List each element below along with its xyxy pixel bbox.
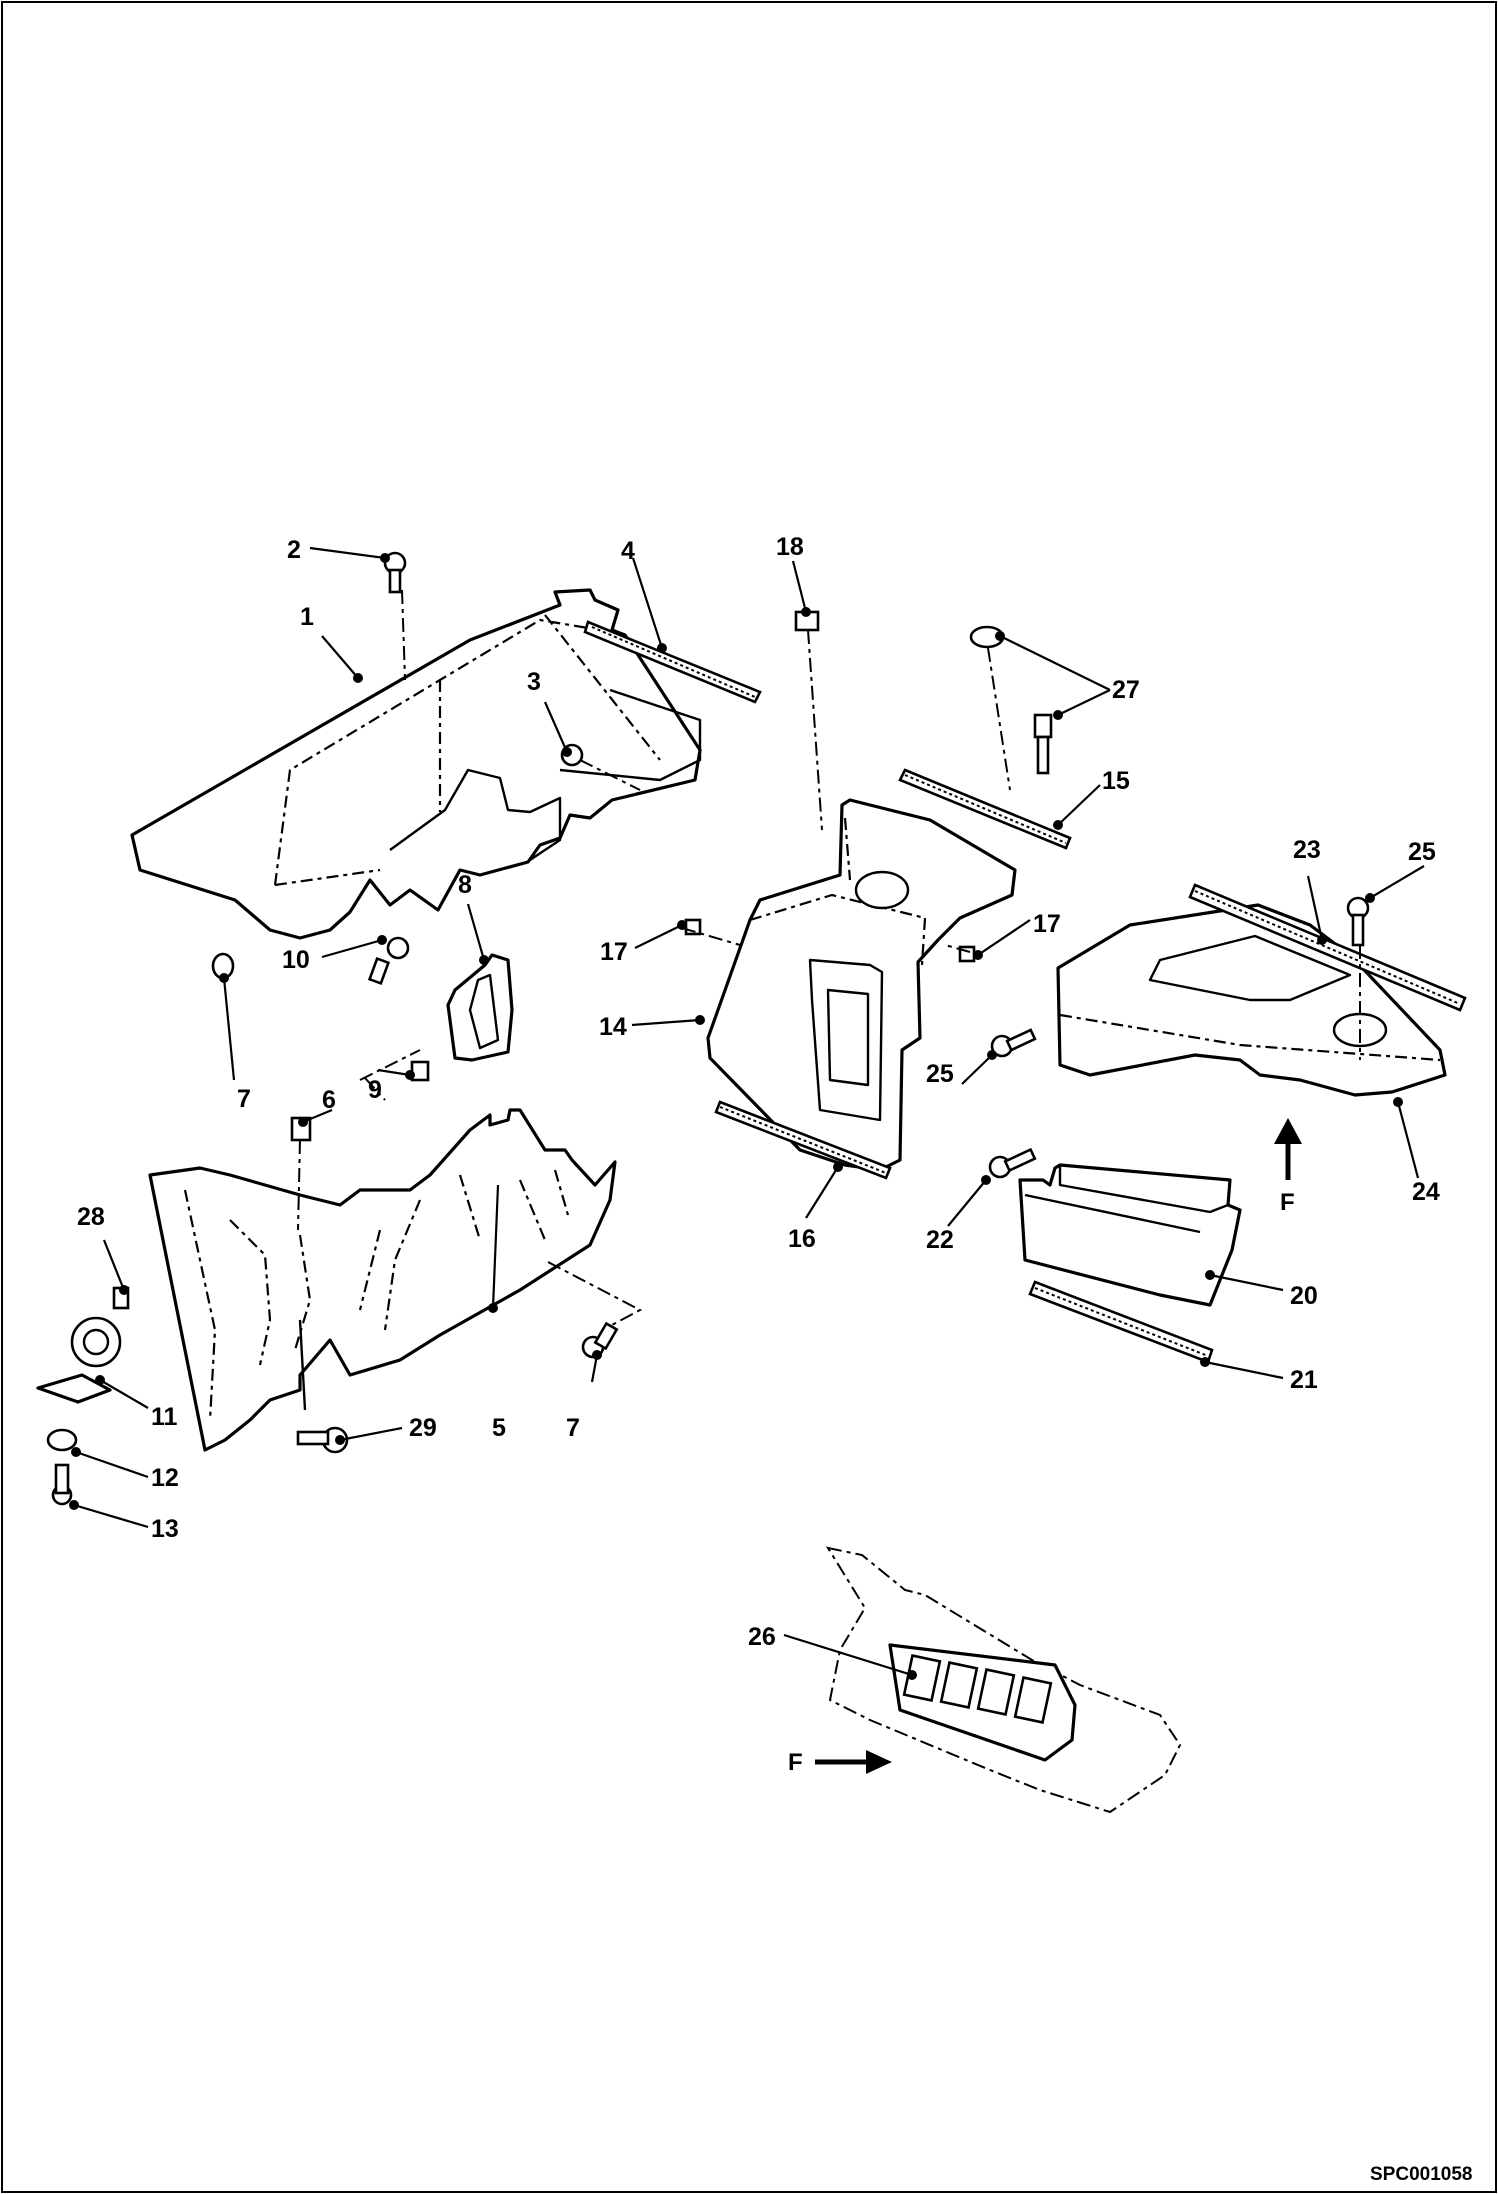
part-4-strip bbox=[583, 620, 762, 704]
direction-label-f-lower: F bbox=[788, 1749, 803, 1776]
callout-1: 1 bbox=[300, 603, 314, 631]
callout-29: 29 bbox=[409, 1414, 437, 1442]
callout-12: 12 bbox=[151, 1464, 179, 1492]
callout-20: 20 bbox=[1290, 1282, 1318, 1310]
part-26-switch-plate bbox=[825, 1546, 1182, 1814]
callout-17b: 17 bbox=[1033, 910, 1061, 938]
callout-14: 14 bbox=[599, 1013, 627, 1041]
callout-23: 23 bbox=[1293, 836, 1321, 864]
callout-7b: 7 bbox=[566, 1414, 580, 1442]
callout-26: 26 bbox=[748, 1623, 776, 1651]
callout-18: 18 bbox=[776, 533, 804, 561]
callout-3: 3 bbox=[527, 668, 541, 696]
part-23-strip bbox=[1188, 883, 1467, 1012]
callout-13: 13 bbox=[151, 1515, 179, 1543]
part-15-strip bbox=[898, 768, 1072, 850]
part-5-lower-cover bbox=[148, 1108, 617, 1452]
part-11-bracket bbox=[36, 1316, 122, 1404]
callout-22: 22 bbox=[926, 1226, 954, 1254]
callout-11: 11 bbox=[151, 1403, 178, 1431]
part-24-side-console bbox=[1056, 903, 1447, 1097]
callout-9: 9 bbox=[368, 1076, 382, 1104]
callout-4: 4 bbox=[621, 537, 635, 565]
callout-7a: 7 bbox=[237, 1085, 251, 1113]
part-8-boot bbox=[446, 953, 514, 1062]
part-20-panel bbox=[1018, 1163, 1242, 1307]
callout-28: 28 bbox=[77, 1203, 105, 1231]
part-16-strip bbox=[714, 1100, 892, 1180]
direction-label-f-upper: F bbox=[1280, 1189, 1295, 1216]
leader-lines bbox=[69, 546, 1425, 1680]
assembly-lines bbox=[297, 589, 1361, 1326]
direction-arrow-up bbox=[1274, 1118, 1302, 1180]
part-1-dash-frame bbox=[130, 588, 702, 940]
part-14-center-console bbox=[706, 798, 1017, 1172]
callout-21: 21 bbox=[1290, 1366, 1318, 1394]
callout-2: 2 bbox=[287, 536, 301, 564]
callout-15: 15 bbox=[1102, 767, 1130, 795]
callout-8: 8 bbox=[458, 871, 472, 899]
callout-25a: 25 bbox=[926, 1060, 954, 1088]
callout-25b: 25 bbox=[1408, 838, 1436, 866]
callout-10: 10 bbox=[282, 946, 310, 974]
callout-5: 5 bbox=[492, 1414, 506, 1442]
callout-17a: 17 bbox=[600, 938, 628, 966]
callout-6: 6 bbox=[322, 1086, 336, 1114]
direction-arrow-right bbox=[815, 1750, 892, 1774]
callout-27: 27 bbox=[1112, 676, 1140, 704]
drawing-code: SPC001058 bbox=[1370, 2164, 1472, 2185]
callout-24: 24 bbox=[1412, 1178, 1440, 1206]
callout-16: 16 bbox=[788, 1225, 816, 1253]
